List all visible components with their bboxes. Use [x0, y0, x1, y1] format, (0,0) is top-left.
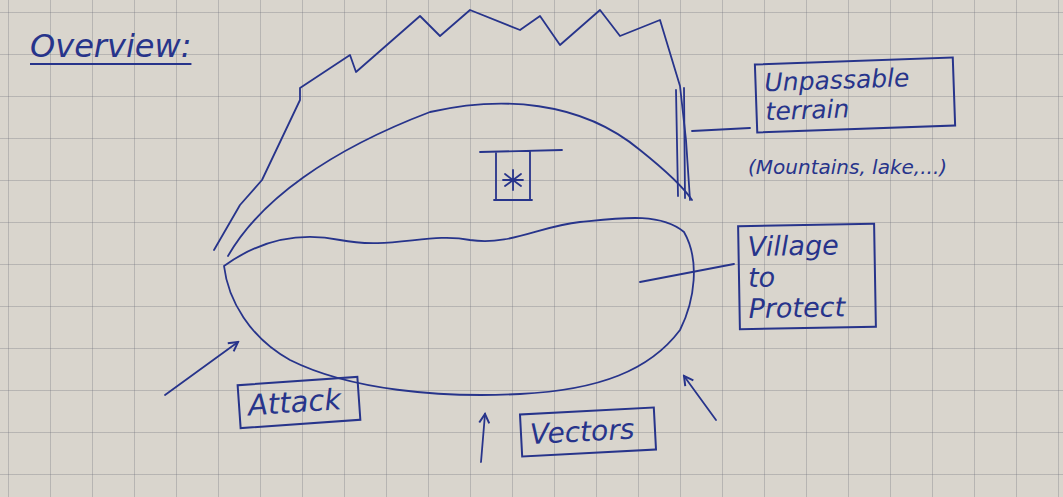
box-text: Attack [247, 382, 351, 422]
note-text: (Mountains, lake,...) [748, 156, 947, 179]
box-text: Village to Protect [747, 229, 867, 324]
attack-arrow [481, 414, 485, 462]
box-text: Vectors [529, 413, 647, 451]
label-box: Village to Protect [737, 223, 877, 331]
mountain-right-edge [676, 88, 685, 198]
attack-arrow [165, 342, 238, 395]
box-text: Unpassable terrain [764, 63, 946, 127]
diagram-title: Overview: [30, 28, 191, 65]
leader-line [640, 264, 734, 282]
attack-arrow [684, 376, 716, 420]
asterisk-symbol [503, 170, 523, 190]
label-box: Attack [237, 376, 362, 430]
mountain-outline [214, 10, 690, 250]
leader-line [692, 128, 750, 131]
label-box: Vectors [519, 406, 657, 457]
village-outline [224, 218, 694, 395]
tower-symbol [480, 150, 562, 200]
label-box: Unpassable terrain [754, 57, 956, 133]
valley-outline [228, 104, 692, 256]
